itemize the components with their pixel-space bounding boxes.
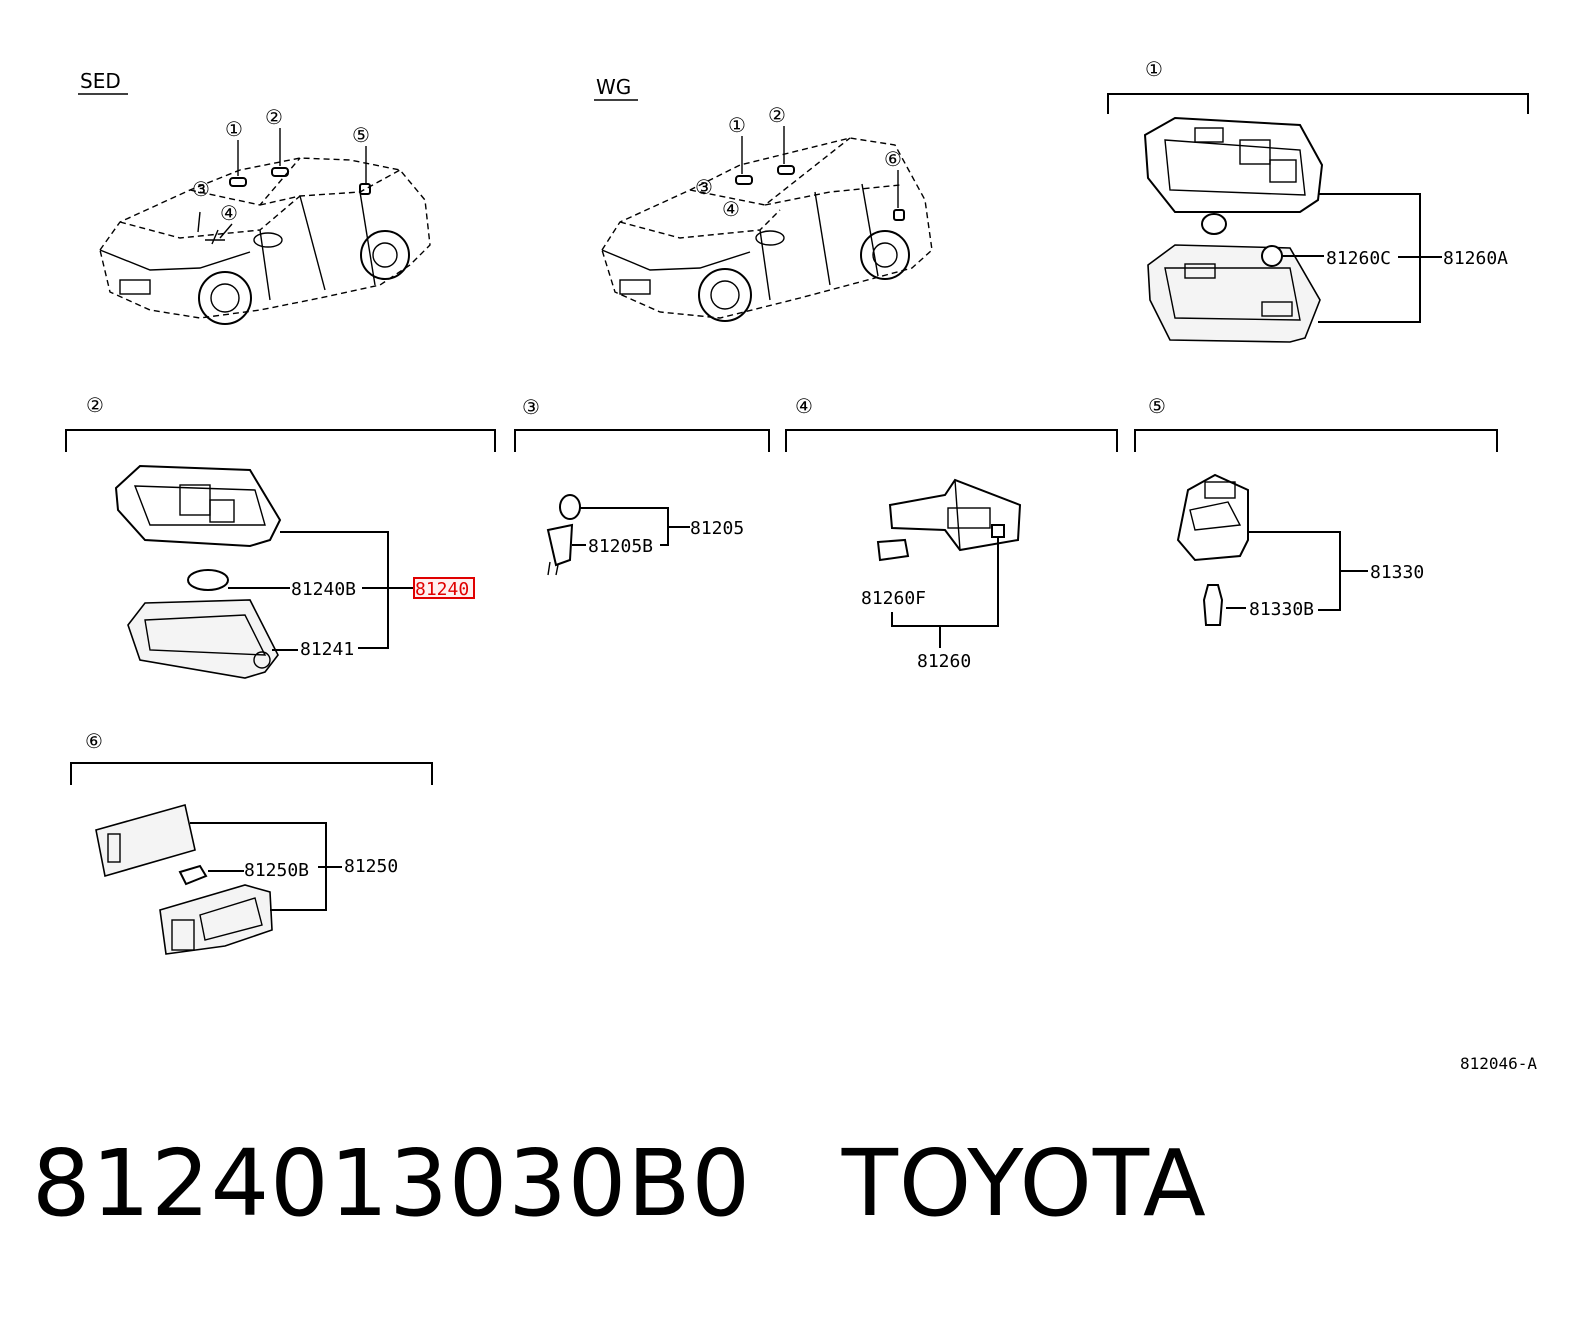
sed-header: SED bbox=[80, 69, 121, 93]
group-3-bulb: ③ 81205 81205B bbox=[514, 395, 770, 576]
highlight-box bbox=[413, 577, 475, 599]
part-number: 8124013030B0 bbox=[32, 1130, 751, 1237]
label-81241: 81241 bbox=[300, 639, 354, 660]
wagon-callout-4: ④ bbox=[722, 197, 740, 221]
sedan-illustration: SED ① ② ③ ④ ⑤ bbox=[78, 69, 431, 325]
sedan-callout-2: ② bbox=[265, 105, 283, 129]
wg-header: WG bbox=[596, 75, 631, 99]
label-81240: 81240 bbox=[415, 579, 469, 600]
wagon-callout-3: ③ bbox=[695, 175, 713, 199]
wagon-illustration: WG ① ② ③ ④ ⑥ bbox=[594, 75, 933, 322]
wagon-callout-1: ① bbox=[728, 113, 746, 137]
group-4-callout: ④ bbox=[795, 394, 813, 418]
figure-code: 812046-A bbox=[1460, 1054, 1537, 1073]
group-5-callout: ⑤ bbox=[1148, 394, 1166, 418]
group-1-dome-lamp: ① 81260C 81260A bbox=[1107, 57, 1529, 343]
group-4-door-lamp: ④ 81260F 81260 bbox=[785, 394, 1118, 672]
sedan-callout-4: ④ bbox=[220, 201, 238, 225]
group-6-callout: ⑥ bbox=[85, 729, 103, 753]
label-81260C: 81260C bbox=[1326, 248, 1391, 269]
label-81330: 81330 bbox=[1370, 562, 1424, 583]
footer-caption: 8124013030B0 TOYOTA bbox=[32, 1130, 1207, 1237]
label-81260: 81260 bbox=[917, 651, 971, 672]
label-81250: 81250 bbox=[344, 856, 398, 877]
group-1-callout: ① bbox=[1145, 57, 1163, 81]
wagon-callout-2: ② bbox=[768, 103, 786, 127]
label-81205: 81205 bbox=[690, 518, 744, 539]
sedan-callout-1: ① bbox=[225, 117, 243, 141]
label-81250B: 81250B bbox=[244, 860, 309, 881]
group-2-map-lamp: ② 81240B 81240 81241 bbox=[65, 393, 496, 679]
sedan-callout-5: ⑤ bbox=[352, 123, 370, 147]
label-81205B: 81205B bbox=[588, 536, 653, 557]
brand-name: TOYOTA bbox=[841, 1130, 1207, 1237]
label-81260F: 81260F bbox=[861, 588, 926, 609]
sedan-callout-3: ③ bbox=[192, 177, 210, 201]
group-2-callout: ② bbox=[86, 393, 104, 417]
group-6-cargo-lamp: ⑥ 81250B 81250 bbox=[70, 729, 433, 955]
label-81260A: 81260A bbox=[1443, 248, 1508, 269]
group-3-callout: ③ bbox=[522, 395, 540, 419]
label-81240B: 81240B bbox=[291, 579, 356, 600]
group-5-lamp-socket: ⑤ 81330 81330B bbox=[1134, 394, 1498, 626]
label-81330B: 81330B bbox=[1249, 599, 1314, 620]
wagon-callout-6: ⑥ bbox=[884, 147, 902, 171]
